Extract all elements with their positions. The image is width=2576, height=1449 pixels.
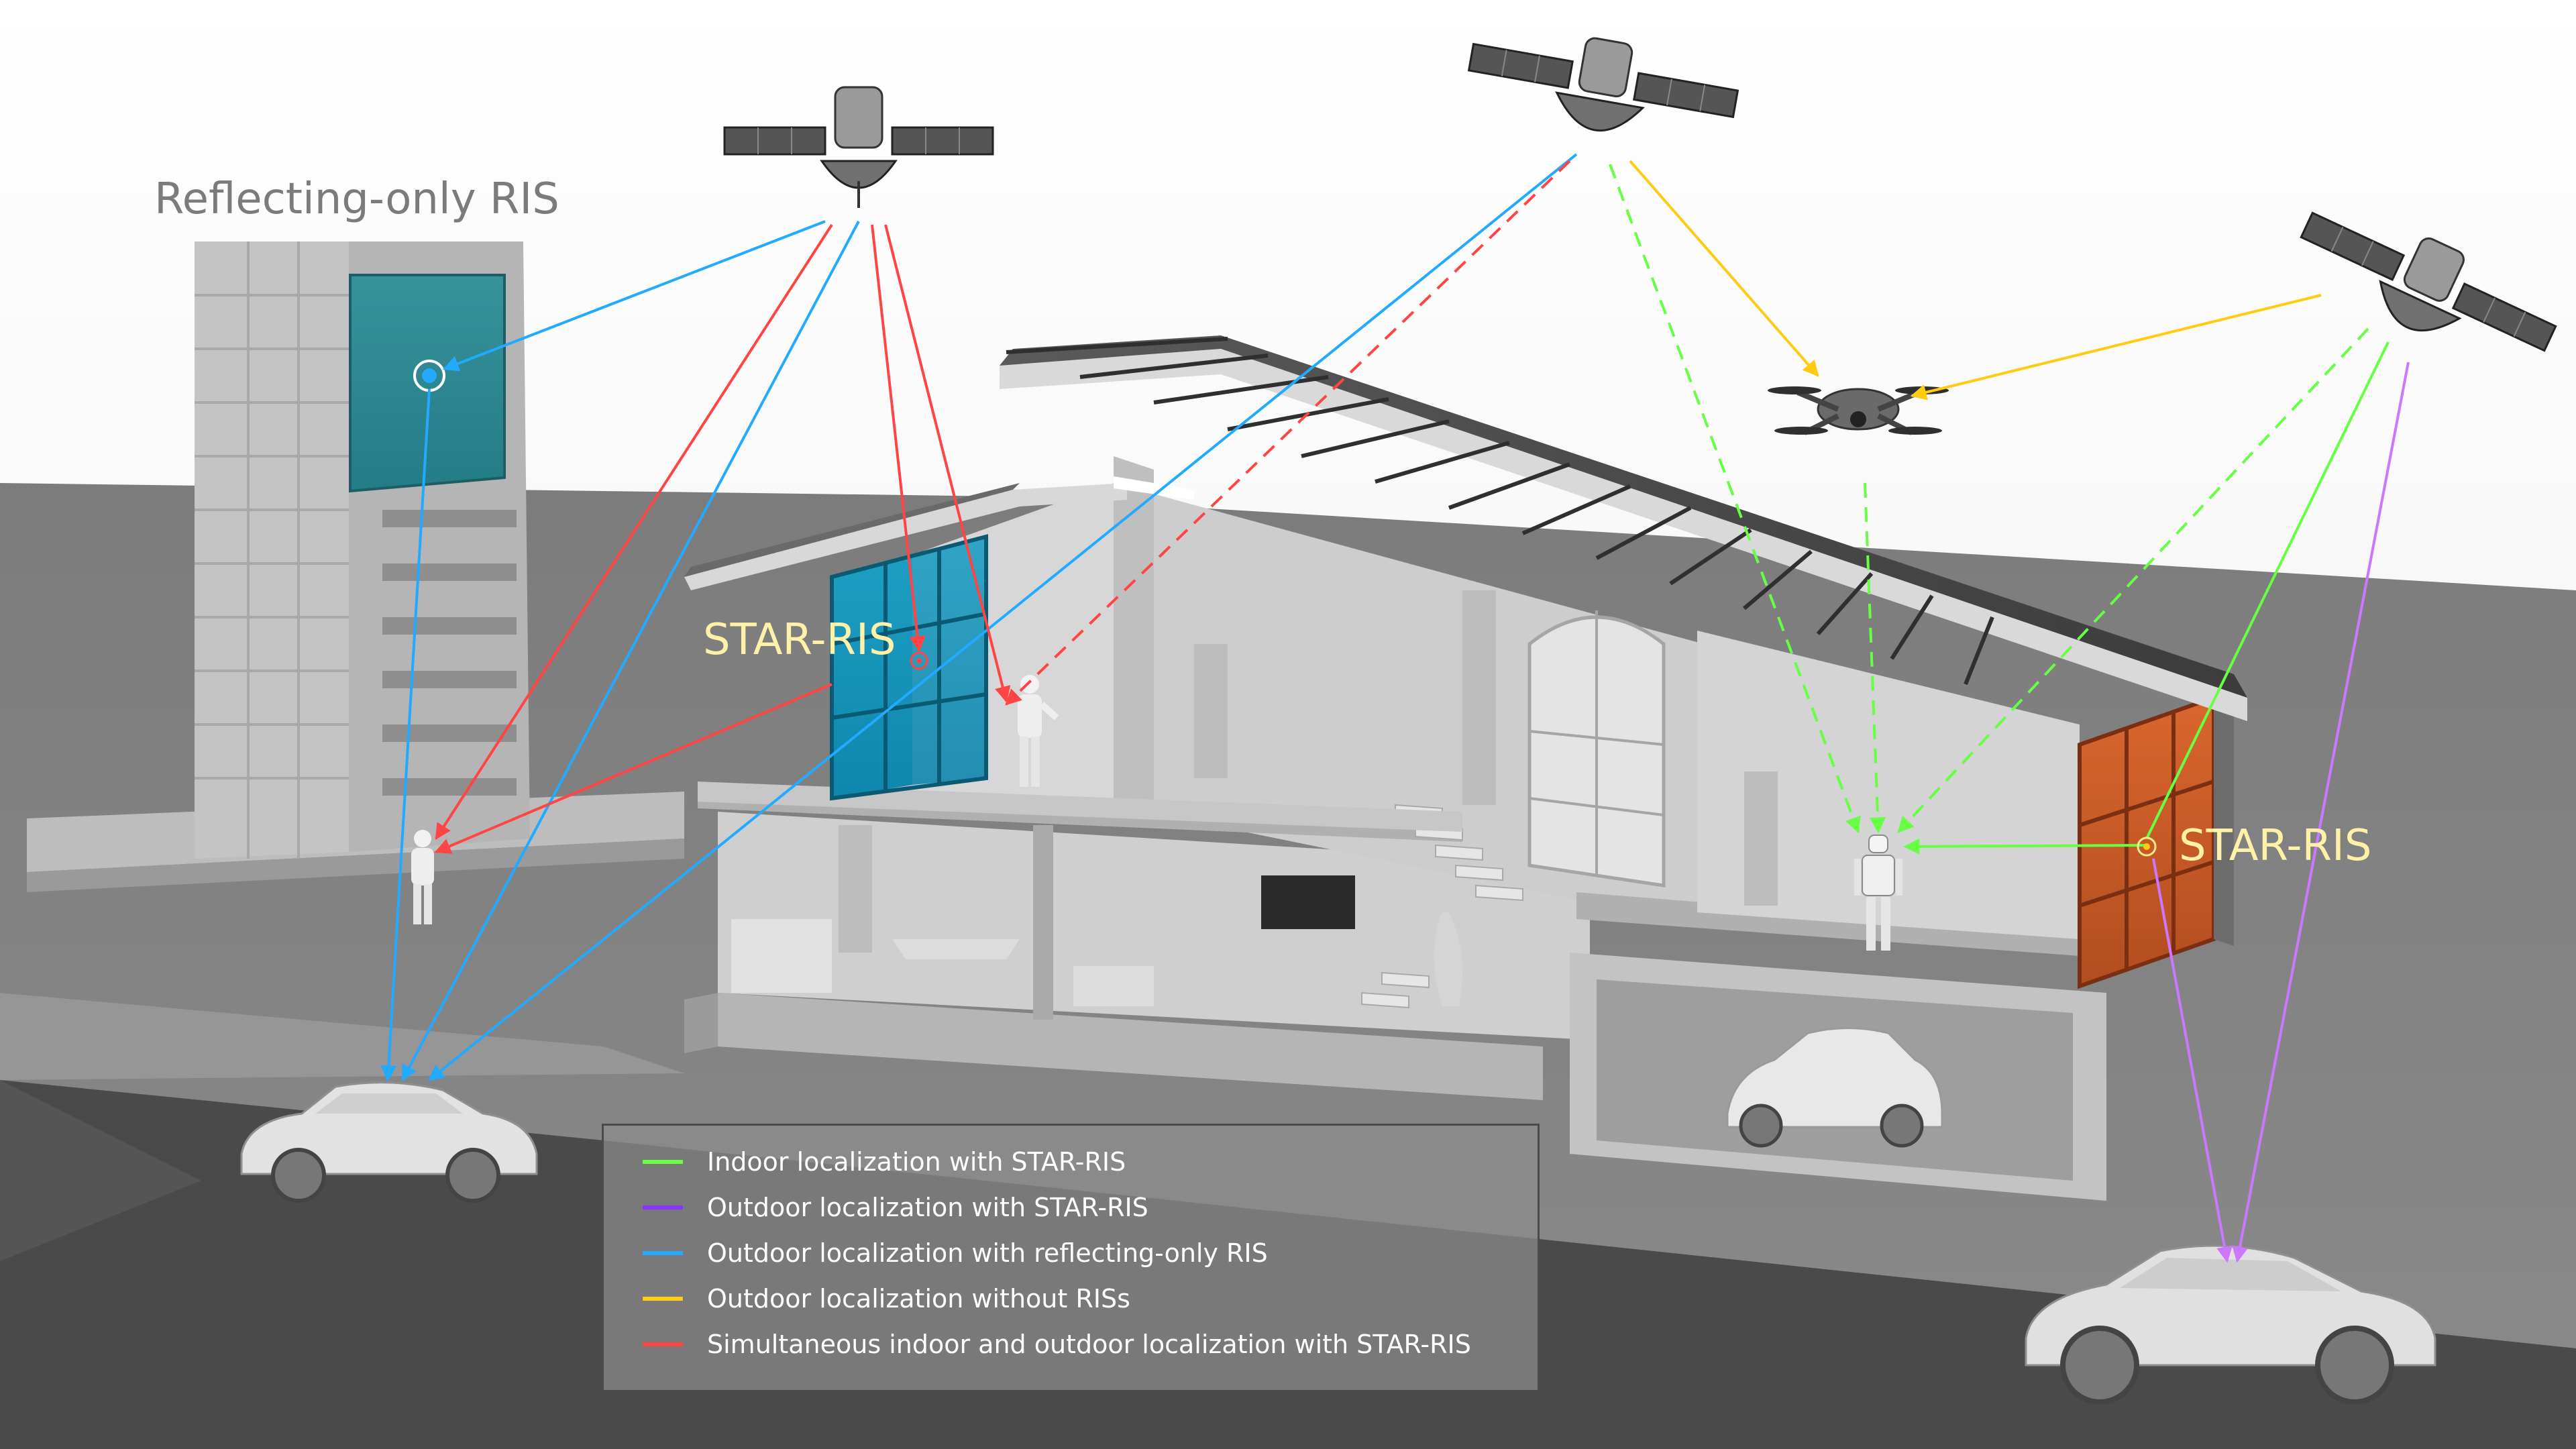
car-icon [1726, 1027, 1943, 1148]
legend-label: Simultaneous indoor and outdoor localiza… [707, 1330, 1471, 1359]
legend-item: Indoor localization with STAR-RIS [643, 1139, 1538, 1185]
roof-left [684, 476, 1194, 590]
person-icon [411, 830, 434, 924]
legend-item: Simultaneous indoor and outdoor localiza… [643, 1322, 1538, 1367]
reflecting-ris-label: Reflecting-only RIS [154, 174, 559, 224]
star-ris-left-panel [830, 534, 988, 801]
satellite-icon [2300, 211, 2557, 352]
legend-item: Outdoor localization without RISs [643, 1276, 1538, 1322]
legend-swatch-simultaneous [643, 1342, 683, 1346]
signal-paths [380, 153, 2410, 1263]
legend-item: Outdoor localization with STAR-RIS [643, 1185, 1538, 1230]
satellite-icon [723, 86, 994, 208]
star-ris-right-label: STAR-RIS [2179, 821, 2371, 871]
person-icon [1018, 675, 1059, 787]
robot-icon [1854, 835, 1902, 951]
legend-label: Outdoor localization with reflecting-onl… [707, 1238, 1268, 1268]
legend-swatch-reflecting [643, 1251, 683, 1255]
legend-swatch-outdoor-star [643, 1205, 683, 1210]
legend-item: Outdoor localization with reflecting-onl… [643, 1230, 1538, 1276]
legend-swatch-indoor [643, 1160, 683, 1164]
ris-panel-icon [349, 274, 506, 493]
car-icon [2025, 1244, 2436, 1405]
legend-label: Indoor localization with STAR-RIS [707, 1147, 1126, 1177]
star-ris-focus-icon [910, 651, 2157, 857]
road-far [0, 1080, 201, 1261]
car-icon [240, 1081, 538, 1203]
roof-main [1000, 335, 2247, 721]
legend-swatch-no-ris [643, 1297, 683, 1301]
legend: Indoor localization with STAR-RIS Outdoo… [602, 1124, 1540, 1392]
legend-label: Outdoor localization with STAR-RIS [707, 1193, 1148, 1222]
legend-label: Outdoor localization without RISs [707, 1284, 1130, 1313]
sidewalk [0, 993, 684, 1080]
star-ris-left-label: STAR-RIS [703, 615, 896, 665]
satellite-icon [1467, 37, 1739, 132]
